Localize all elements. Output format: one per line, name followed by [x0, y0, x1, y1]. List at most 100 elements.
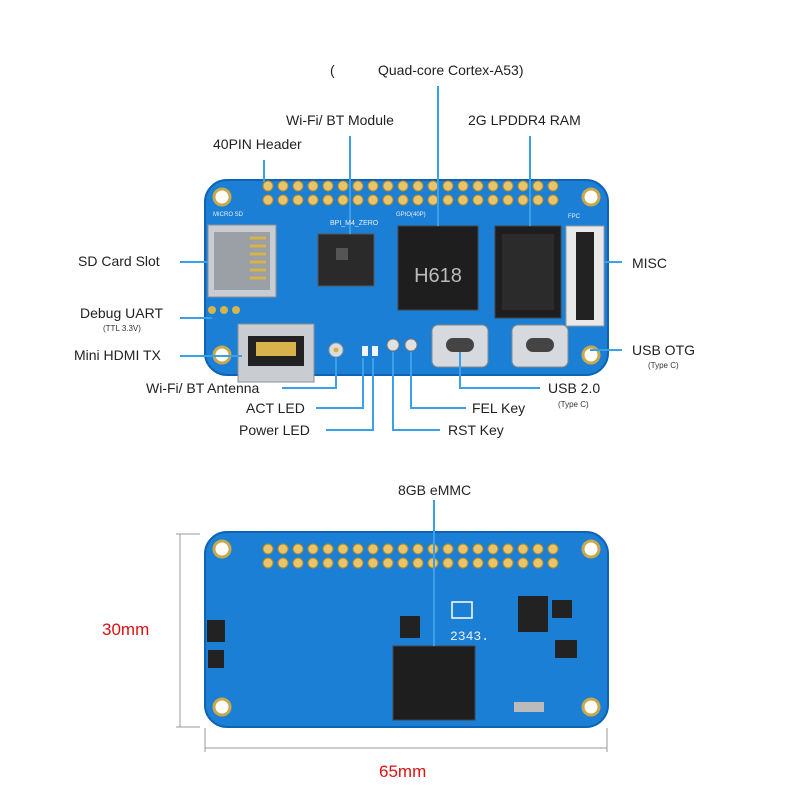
debug-uart-pads — [208, 306, 240, 314]
uart-label: Debug UART — [80, 305, 164, 321]
rst-key-label: RST Key — [448, 422, 504, 438]
header-pin — [442, 180, 454, 192]
cpu-label: Quad-core Cortex-A53) — [378, 62, 524, 78]
header-pin — [352, 557, 364, 569]
header-pin — [517, 180, 529, 192]
hdmi-label: Mini HDMI TX — [74, 347, 161, 363]
wifi-module-label: Wi-Fi/ BT Module — [286, 112, 394, 128]
usb2-typec-port — [431, 324, 489, 368]
height-dimension: 30mm — [102, 620, 150, 639]
header-pin — [307, 543, 319, 555]
header-pin — [412, 180, 424, 192]
header-pin — [352, 194, 364, 206]
ram-chip — [494, 225, 562, 319]
header-pin — [487, 543, 499, 555]
act-led-label: ACT LED — [246, 400, 305, 416]
header-pin — [382, 194, 394, 206]
header-pin — [397, 543, 409, 555]
header-pin — [382, 557, 394, 569]
header-pin — [262, 194, 274, 206]
ram-label: 2G LPDDR4 RAM — [468, 112, 581, 128]
header-pin — [457, 557, 469, 569]
header-pin — [292, 557, 304, 569]
header-pin — [307, 194, 319, 206]
wifi-bt-module-chip — [317, 233, 375, 287]
header-pin — [262, 180, 274, 192]
header-pin — [277, 194, 289, 206]
mini-hdmi-port — [237, 323, 315, 383]
header-pin — [442, 543, 454, 555]
header-pin — [352, 180, 364, 192]
date-silk-text: 2343. — [450, 629, 489, 644]
header-pin — [322, 194, 334, 206]
header-pin — [487, 194, 499, 206]
header-pin — [472, 543, 484, 555]
header-pin — [292, 543, 304, 555]
bottom-components — [207, 596, 577, 712]
header-pin — [412, 194, 424, 206]
silk-micro-sd: MICRO SD — [213, 212, 243, 218]
power-led-label: Power LED — [239, 422, 310, 438]
header-pin — [427, 180, 439, 192]
header-pin — [457, 180, 469, 192]
header-pin — [277, 557, 289, 569]
header-pin — [517, 557, 529, 569]
header-pin — [352, 543, 364, 555]
soc-silk-text: H618 — [414, 265, 462, 287]
callout-lines — [180, 86, 622, 431]
header-pin — [337, 543, 349, 555]
paren-label: ( — [330, 62, 335, 78]
header-pin — [337, 180, 349, 192]
header-pin — [322, 557, 334, 569]
header-pin — [427, 194, 439, 206]
header-pin — [472, 557, 484, 569]
gpio-header-pins — [262, 180, 559, 206]
header-pin — [547, 194, 559, 206]
sd-card-slot — [207, 224, 277, 298]
header-pin — [382, 543, 394, 555]
header-pin — [502, 557, 514, 569]
header-pin — [367, 557, 379, 569]
header-pin — [322, 543, 334, 555]
header-pin — [292, 194, 304, 206]
header-pin — [502, 194, 514, 206]
header-pin — [457, 543, 469, 555]
header-pin — [472, 194, 484, 206]
header-pin — [412, 543, 424, 555]
fpc-connector — [565, 225, 605, 327]
width-dimension: 65mm — [379, 762, 427, 781]
header-pin — [442, 557, 454, 569]
uart-sub-label: (TTL 3.3V) — [103, 324, 141, 333]
fel-key-label: FEL Key — [472, 400, 526, 416]
silk-board-name: BPI_M4_ZERO — [330, 220, 379, 227]
h618-soc-chip: H618 — [397, 225, 479, 311]
silk-fpc: FPC — [568, 214, 580, 220]
header-pin — [337, 557, 349, 569]
bottom-mount-holes — [212, 539, 601, 717]
header-pin — [307, 180, 319, 192]
rst-fel-keys — [386, 338, 418, 352]
header-pin — [502, 180, 514, 192]
dimension-lines — [176, 533, 608, 752]
header-pin — [517, 194, 529, 206]
usb-otg-sub-label: (Type C) — [648, 361, 679, 370]
header-pin — [517, 543, 529, 555]
header-pin — [262, 543, 274, 555]
power-led — [372, 346, 378, 356]
header-pin — [337, 194, 349, 206]
header-pin — [322, 180, 334, 192]
emmc-chip — [392, 645, 476, 721]
header-pin — [487, 557, 499, 569]
usb2-label: USB 2.0 — [548, 380, 601, 396]
misc-label: MISC — [632, 255, 667, 271]
header-pin — [292, 180, 304, 192]
header-pin — [547, 180, 559, 192]
header-pin — [412, 557, 424, 569]
header-pin — [367, 194, 379, 206]
header-pin — [532, 180, 544, 192]
header-pin — [532, 194, 544, 206]
header-pin — [262, 557, 274, 569]
bottom-header-pads — [262, 543, 559, 569]
header-pin — [547, 543, 559, 555]
